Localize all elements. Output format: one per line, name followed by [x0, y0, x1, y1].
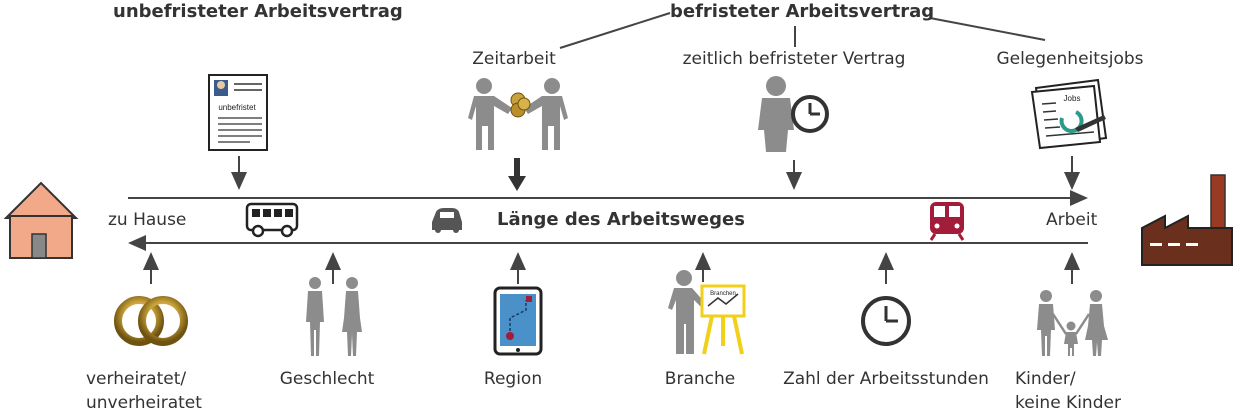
bold-down-arrow: [508, 158, 526, 191]
up-arrows: [143, 252, 1080, 284]
train-icon: [929, 202, 965, 241]
label-temp-work: Zeitarbeit: [472, 49, 556, 69]
label-work: Arbeit: [1046, 210, 1098, 230]
label-marital-line2: unverheiratet: [86, 393, 202, 413]
contract-document-icon: [208, 74, 268, 151]
label-gender: Geschlecht: [279, 369, 375, 389]
factory-icon: [1141, 174, 1233, 266]
easel-label: Branchen: [710, 291, 736, 297]
family-children-icon: [1037, 290, 1108, 356]
temp-work-handshake-icon: [468, 78, 568, 150]
industry-easel-presenter-icon: [668, 270, 746, 355]
car-icon: [432, 208, 462, 233]
newspaper-jobs-icon: [1030, 78, 1108, 150]
heading-temporary-contract: befristeter Arbeitsvertrag: [670, 1, 935, 22]
label-casual-jobs: Gelegenheitsjobs: [996, 49, 1144, 69]
region-map-tablet-icon: [493, 286, 543, 356]
gender-figures-icon: [306, 277, 362, 356]
label-home: zu Hause: [108, 210, 187, 230]
contract-label: unbefristet: [218, 103, 256, 112]
label-marital-line1: verheiratet/: [86, 369, 187, 389]
wedding-rings-icon: [114, 296, 188, 346]
down-arrows: [231, 156, 1080, 190]
bus-icon: [245, 202, 299, 238]
heading-permanent-contract: unbefristeter Arbeitsvertrag: [113, 1, 403, 22]
fixed-term-person-clock-icon: [758, 76, 829, 152]
house-icon: [3, 181, 79, 259]
label-region: Region: [483, 369, 543, 389]
heading-connectors: [559, 12, 1046, 49]
label-industry: Branche: [664, 369, 736, 389]
label-children-line1: Kinder/: [1015, 369, 1076, 389]
newspaper-label: Jobs: [1064, 94, 1081, 103]
working-hours-clock-icon: [861, 296, 911, 346]
label-children-line2: keine Kinder: [1015, 393, 1121, 413]
label-fixed-term: zeitlich befristeter Vertrag: [682, 49, 906, 69]
label-commute-length: Länge des Arbeitsweges: [497, 209, 745, 230]
label-working-hours: Zahl der Arbeitsstunden: [783, 369, 989, 389]
